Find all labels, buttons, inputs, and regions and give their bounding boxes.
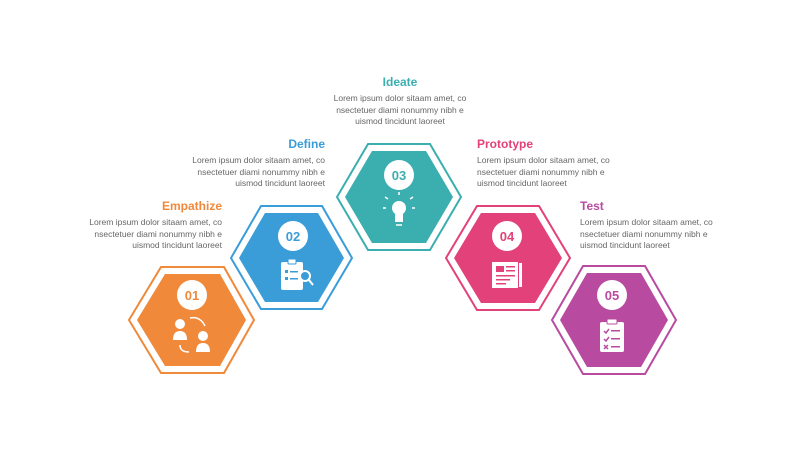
step-5-description: Lorem ipsum dolor sitaam amet, co nsecte… [580,217,740,252]
step-1-number: 01 [185,288,199,303]
step-1-number-badge [177,280,207,310]
blueprint-icon [492,262,522,288]
step-4-desc-line: nsectetuer diami nonummy nibh e [477,166,605,177]
step-2-desc-line: uismod tincidunt laoreet [235,178,325,188]
step-1-title: Empathize [161,199,222,213]
checklist-icon [600,318,624,352]
step-3-hexagon: 03 [335,143,463,251]
step-3-number: 03 [392,168,406,183]
step-2-number-badge [278,221,308,251]
step-4-number-badge [492,221,522,251]
step-5-hexagon: 05 [550,265,678,375]
step-4-desc-line: Lorem ipsum dolor sitaam amet, co [477,155,610,165]
step-5-desc-line: Lorem ipsum dolor sitaam amet, co [580,217,713,227]
step-3-desc-line: nsectetuer diami nonummy nibh e [336,104,464,115]
step-4-hexagon: 04 [444,205,572,311]
step-3-title: Ideate [382,75,418,89]
step-1-desc-line: nsectetuer diami nonummy nibh e [94,228,222,239]
step-3-text: Ideate Lorem ipsum dolor sitaam amet, co… [320,75,480,128]
step-4-desc-line: uismod tincidunt laoreet [477,178,567,188]
step-1-text: Empathize Lorem ipsum dolor sitaam amet,… [62,199,222,252]
step-5-desc-line: uismod tincidunt laoreet [580,240,670,250]
step-3-description: Lorem ipsum dolor sitaam amet, co nsecte… [320,93,480,128]
step-5-title: Test [580,199,604,213]
step-1-desc-line: uismod tincidunt laoreet [132,240,222,250]
step-4-text: Prototype Lorem ipsum dolor sitaam amet,… [477,137,637,190]
step-4-title: Prototype [477,137,534,151]
step-5-desc-line: nsectetuer diami nonummy nibh e [580,228,708,239]
step-3-desc-line: Lorem ipsum dolor sitaam amet, co [333,93,467,103]
lightbulb-icon [383,192,415,226]
step-4-description: Lorem ipsum dolor sitaam amet, co nsecte… [477,155,637,190]
step-1-desc-line: Lorem ipsum dolor sitaam amet, co [89,217,222,227]
step-2-desc-line: nsectetuer diami nonummy nibh e [197,166,325,177]
step-3-number-badge [384,160,414,190]
step-1-description: Lorem ipsum dolor sitaam amet, co nsecte… [62,217,222,252]
step-1-hexagon: 01 [127,266,256,374]
step-2-description: Lorem ipsum dolor sitaam amet, co nsecte… [165,155,325,190]
step-2-desc-line: Lorem ipsum dolor sitaam amet, co [192,155,325,165]
clipboard-search-icon [281,258,314,290]
step-5-text: Test Lorem ipsum dolor sitaam amet, co n… [580,199,740,252]
step-2-hexagon: 02 [229,205,354,310]
people-exchange-icon [173,316,210,353]
step-2-text: Define Lorem ipsum dolor sitaam amet, co… [165,137,325,190]
step-2-number: 02 [286,229,300,244]
step-2-title: Define [288,137,325,151]
step-5-number: 05 [605,288,619,303]
step-5-number-badge [597,280,627,310]
step-3-desc-line: uismod tincidunt laoreet [355,116,445,126]
step-4-number: 04 [500,229,515,244]
